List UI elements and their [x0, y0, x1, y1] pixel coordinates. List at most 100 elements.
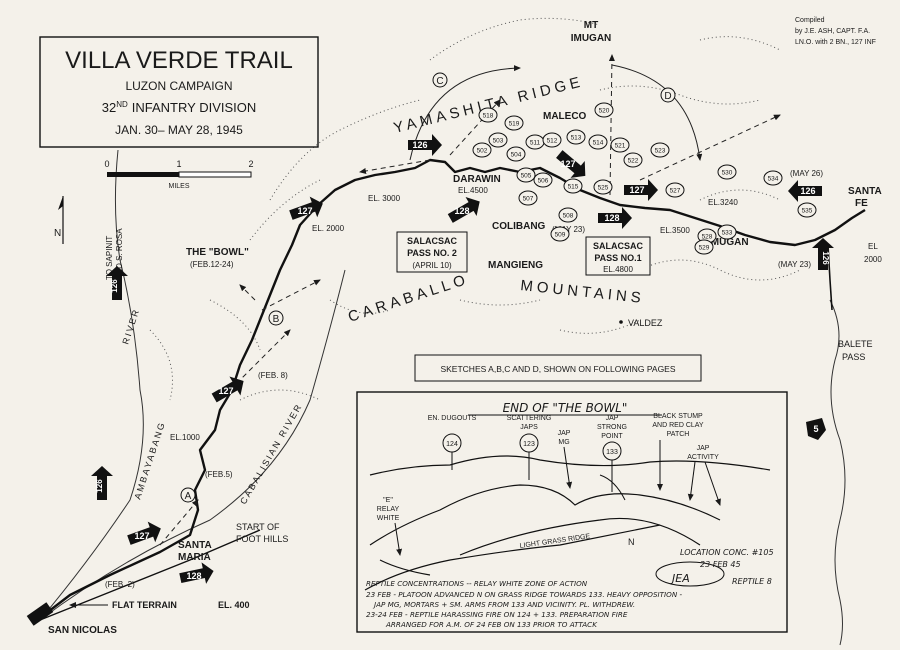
inset-end-of-bowl: END OF "THE BOWL" EN. DUGOUTS SCATTERING… [356, 391, 788, 633]
date-range: JAN. 30– MAY 28, 1945 [115, 123, 243, 137]
svg-text:REPTILE CONCENTRATIONS -- RELA: REPTILE CONCENTRATIONS -- RELAY WHITE ZO… [366, 579, 588, 588]
svg-text:JAP: JAP [558, 430, 571, 437]
svg-text:LN.O. with 2 BN., 127 INF: LN.O. with 2 BN., 127 INF [795, 39, 876, 46]
svg-text:POINT: POINT [601, 433, 623, 440]
svg-text:EL.3240: EL.3240 [708, 198, 738, 207]
svg-text:JAPS: JAPS [520, 424, 538, 431]
terrain-notes: START OF FOOT HILLS FLAT TERRAIN EL. 400 [69, 522, 288, 610]
svg-text:123: 123 [523, 441, 535, 448]
svg-text:DARAWIN: DARAWIN [453, 174, 501, 185]
svg-text:505: 505 [521, 173, 532, 180]
svg-text:520: 520 [599, 108, 610, 115]
svg-text:515: 515 [568, 184, 579, 191]
unit-127-marker: 127 [624, 179, 658, 201]
svg-text:EL. 400: EL. 400 [218, 600, 250, 610]
svg-text:126: 126 [821, 251, 830, 265]
hill-512: 512 [542, 132, 562, 148]
svg-text:126: 126 [95, 479, 104, 493]
svg-text:N: N [54, 228, 61, 239]
svg-text:128: 128 [186, 571, 201, 581]
svg-text:SALACSAC: SALACSAC [407, 236, 458, 246]
svg-text:AND S. ROSA: AND S. ROSA [115, 228, 124, 280]
sketches-note: SKETCHES A,B,C AND D, SHOWN ON FOLLOWING… [414, 354, 702, 382]
hill-513: 513 [566, 129, 586, 145]
svg-text:527: 527 [670, 188, 681, 195]
hill-533: 533 [717, 224, 737, 240]
svg-text:EL. 3000: EL. 3000 [368, 194, 401, 203]
svg-text:507: 507 [523, 196, 534, 203]
svg-text:AMBAYABANG: AMBAYABANG [132, 420, 167, 501]
svg-text:SKETCHES A,B,C AND D, SHOWN ON: SKETCHES A,B,C AND D, SHOWN ON FOLLOWING… [440, 364, 675, 374]
svg-text:EL.4800: EL.4800 [603, 265, 633, 274]
unit-126-marker: 126 [788, 180, 822, 202]
route-5-marker: 5 [806, 418, 826, 440]
svg-text:(FEB. 8): (FEB. 8) [258, 371, 288, 380]
svg-text:525: 525 [598, 185, 609, 192]
balete-river [829, 299, 846, 646]
svg-text:528: 528 [702, 234, 713, 241]
inset-caption: REPTILE CONCENTRATIONS -- RELAY WHITE ZO… [366, 579, 682, 629]
hill-515: 515 [563, 178, 583, 194]
svg-text:MT: MT [584, 20, 598, 31]
hill-503: 503 [488, 132, 508, 148]
rivers [39, 149, 846, 646]
svg-text:BLACK STUMP: BLACK STUMP [653, 413, 703, 420]
svg-text:Compiled: Compiled [795, 17, 825, 24]
road-to-santa-fe [827, 244, 833, 311]
svg-text:509: 509 [555, 232, 566, 239]
unit-127-marker: 127 [127, 521, 161, 545]
svg-text:D: D [664, 91, 671, 102]
svg-text:(MAY 23): (MAY 23) [552, 225, 585, 234]
svg-text:127: 127 [629, 185, 644, 195]
unit-127-marker: 127 [556, 150, 586, 178]
svg-text:CABALISIAN RIVER: CABALISIAN RIVER [238, 401, 304, 506]
san-nicolas-marker [26, 602, 54, 626]
hill-509: 509 [550, 226, 570, 242]
hill-505: 505 [516, 167, 536, 183]
hill-521: 521 [610, 137, 630, 153]
caraballo-label: CARABALLO [346, 271, 471, 326]
svg-text:124: 124 [446, 441, 458, 448]
inset-location-stamp: LOCATION CONC. #105 23 FEB 45 JEA REPTIL… [655, 548, 774, 587]
svg-text:FOOT HILLS: FOOT HILLS [236, 534, 288, 544]
unit-128-marker: 128 [179, 562, 214, 584]
unit-128-marker: 128 [598, 207, 632, 229]
date-labels: (FEB. 8) (FEB.5) (FEB. 2) (MAY 23) (MAY … [105, 169, 823, 589]
svg-text:EL.4500: EL.4500 [458, 186, 488, 195]
svg-text:2000: 2000 [864, 255, 882, 264]
svg-text:WHITE: WHITE [377, 515, 400, 522]
ambayabang-river [39, 149, 144, 621]
svg-text:127: 127 [134, 531, 149, 541]
svg-text:23 FEB 45: 23 FEB 45 [700, 560, 741, 569]
hill-535: 535 [797, 202, 817, 218]
svg-text:1: 1 [176, 159, 181, 169]
svg-text:REPTILE 8: REPTILE 8 [732, 577, 772, 586]
svg-text:513: 513 [571, 135, 582, 142]
svg-text:(MAY 23): (MAY 23) [778, 260, 811, 269]
north-arrow: N [54, 196, 64, 244]
hill-530: 530 [717, 164, 737, 180]
svg-text:530: 530 [722, 170, 733, 177]
hill-523: 523 [650, 142, 670, 158]
svg-text:127: 127 [297, 206, 312, 216]
svg-text:FE: FE [855, 198, 868, 209]
svg-text:522: 522 [628, 158, 639, 165]
svg-text:519: 519 [509, 121, 520, 128]
svg-text:126: 126 [110, 279, 119, 293]
svg-text:FLAT TERRAIN: FLAT TERRAIN [112, 600, 177, 610]
svg-text:529: 529 [699, 245, 710, 252]
inset-title: END OF "THE BOWL" [503, 401, 628, 415]
svg-text:SANTA: SANTA [848, 186, 882, 197]
svg-text:RELAY: RELAY [377, 506, 400, 513]
svg-text:(FEB.5): (FEB.5) [205, 470, 233, 479]
svg-text:(MAY 26): (MAY 26) [790, 169, 823, 178]
svg-text:STRONG: STRONG [597, 424, 627, 431]
svg-text:START OF: START OF [236, 522, 280, 532]
svg-text:533: 533 [722, 230, 733, 237]
cabalisian-river [39, 269, 346, 621]
svg-text:128: 128 [604, 213, 619, 223]
svg-text:JAP: JAP [697, 445, 710, 452]
svg-text:506: 506 [538, 178, 549, 185]
